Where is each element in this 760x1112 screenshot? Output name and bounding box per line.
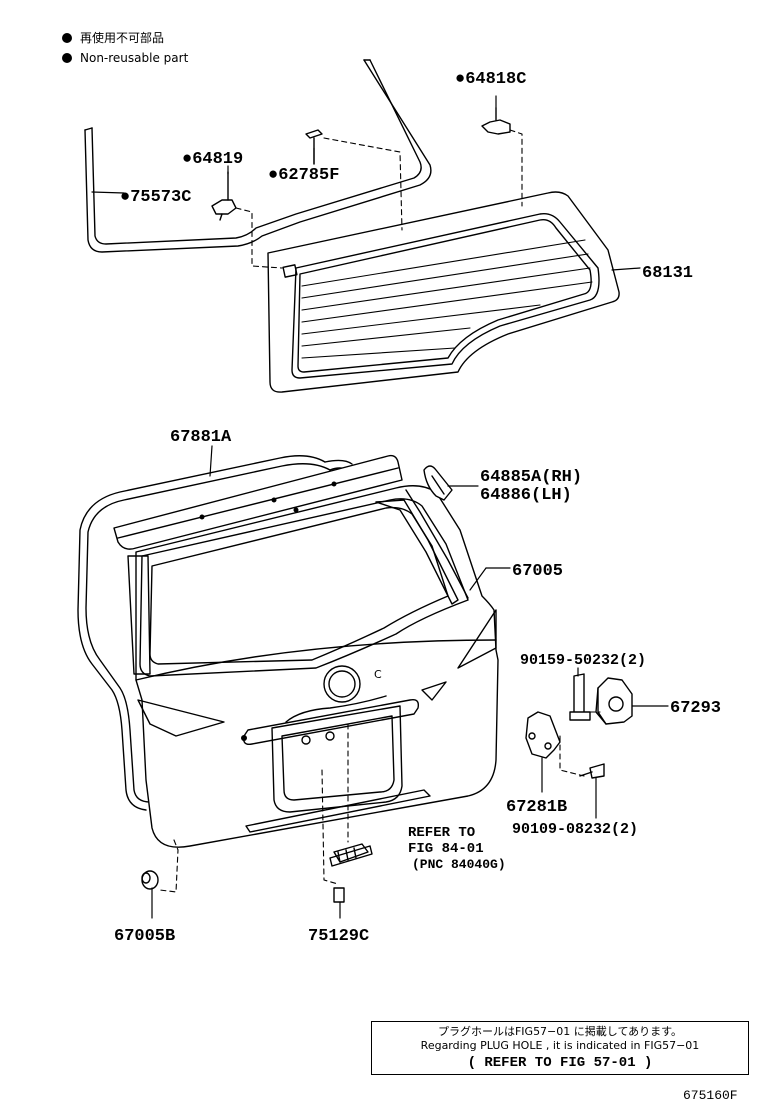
label-64819: ●64819 [182,150,243,169]
note-refer-fig-57-01: ( REFER TO FIG 57-01 ) [467,1055,653,1071]
label-75573c: ●75573C [120,188,191,207]
svg-text:C: C [374,668,382,681]
bracket-67281b [525,711,561,759]
label-67005: 67005 [512,562,563,581]
lock-assembly [329,843,373,867]
label-fig-84-01: FIG 84-01 [408,841,484,857]
label-64818c: ●64818C [455,70,526,89]
note-line-jp: プラグホールはFIG57−01 に掲載してあります。 [437,1025,683,1038]
label-68131: 68131 [642,264,693,283]
label-90159: 90159-50232(2) [520,652,646,669]
stopper-67005b [141,870,159,890]
callout-labels: ●64818C ●64819 ●62785F ●75573C 68131 678… [114,70,721,946]
clip-64818c [481,107,511,135]
label-refer-to: REFER TO [408,825,475,841]
label-67005b: 67005B [114,927,175,946]
label-pnc-84040g: (PNC 84040G) [412,857,506,872]
guide-lines-upper [235,129,523,269]
cushion-75129c [333,887,345,903]
label-67281b: 67281B [506,798,567,817]
spoiler [113,454,403,550]
label-90109: 90109-08232(2) [512,821,638,838]
back-glass-68131 [267,191,620,393]
label-67293: 67293 [670,699,721,718]
label-64886: 64886(LH) [480,486,572,505]
label-75129c: 75129C [308,927,369,946]
label-67881a: 67881A [170,428,232,447]
weatherstrip-67881a [77,455,353,811]
clip-64819 [211,171,237,221]
label-64885a: 64885A(RH) [480,468,582,487]
legend: 再使用不可部品 Non-reusable part [62,30,189,65]
weatherstrip-75573c [84,59,432,253]
figure-id: 675160F [683,1088,738,1103]
hinge-cover-64885a [423,465,453,501]
back-door-67005: C [127,485,499,848]
guide-lines-lower [159,711,601,893]
plug-hole-note: プラグホールはFIG57−01 に掲載してあります。 Regarding PLU… [371,1021,749,1075]
hinge-67293 [595,677,633,725]
leader-lines [91,95,669,919]
legend-en: Non-reusable part [80,51,189,65]
label-62785f: ●62785F [268,166,339,185]
bolt-90159 [569,673,591,721]
legend-jp: 再使用不可部品 [80,30,164,45]
note-line-en: Regarding PLUG HOLE , it is indicated in… [420,1039,700,1052]
